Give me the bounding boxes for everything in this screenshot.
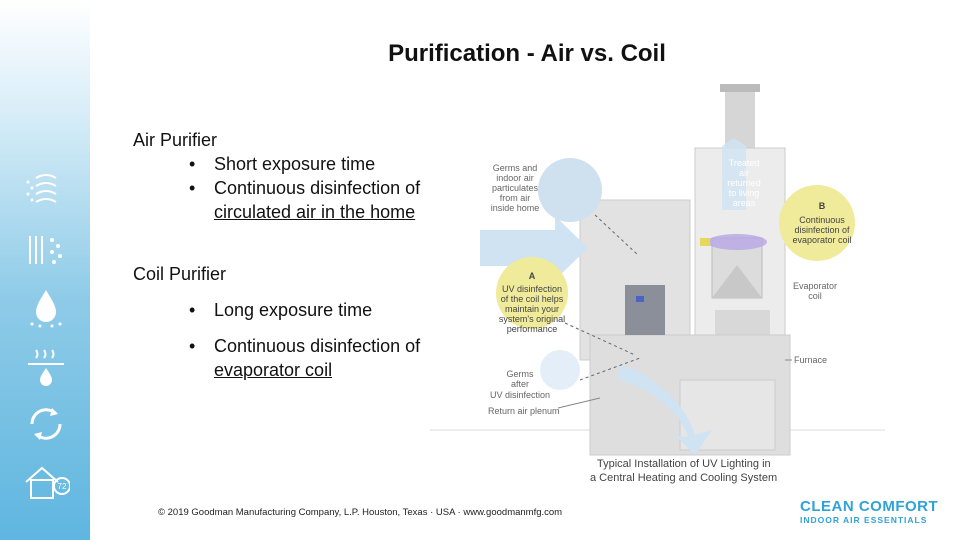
svg-text:air: air [739, 168, 749, 178]
hvac-diagram: Treated air returned to living areas Ger… [430, 84, 885, 484]
return-plenum-label: Return air plenum [488, 406, 560, 416]
svg-text:after: after [511, 379, 529, 389]
furnace-label: Furnace [794, 355, 827, 365]
svg-text:maintain your: maintain your [505, 304, 559, 314]
list-item-continued: circulated air in the home [214, 202, 416, 222]
air-purifier-heading: Air Purifier [133, 130, 218, 150]
svg-text:system's original: system's original [499, 314, 565, 324]
list-item: •Short exposure time [189, 154, 376, 174]
svg-text:disinfection of: disinfection of [794, 225, 850, 235]
bullet-dot: • [189, 300, 196, 320]
brand-logo-tagline: INDOOR AIR ESSENTIALS [800, 515, 928, 525]
list-item: •Continuous disinfection of [189, 336, 421, 356]
sidebar: 72 [0, 0, 90, 540]
treated-air-label: Treated [729, 158, 760, 168]
a-marker: A [529, 271, 536, 281]
brand-logo-name: CLEAN COMFORT [800, 498, 939, 515]
b-label: Continuous [799, 215, 845, 225]
bullet-dot: • [189, 336, 196, 356]
thermostat-value: 72 [58, 482, 67, 491]
svg-text:UV disinfection: UV disinfection [490, 390, 550, 400]
heat-icon [28, 349, 64, 386]
b-marker: B [819, 201, 826, 211]
svg-text:performance: performance [507, 324, 558, 334]
svg-text:particulates: particulates [492, 183, 539, 193]
list-item: •Long exposure time [189, 300, 373, 320]
page-title: Purification - Air vs. Coil [388, 40, 666, 67]
svg-text:coil: coil [808, 291, 822, 301]
coil-purifier-heading: Coil Purifier [133, 264, 227, 284]
svg-text:to living: to living [729, 188, 760, 198]
germs-label: Germs and [493, 163, 538, 173]
bullet-dot: • [189, 154, 196, 174]
germs-after-label: Germs [507, 369, 535, 379]
diagram-caption: Typical Installation of UV Lighting in [597, 458, 771, 470]
svg-text:areas: areas [733, 198, 756, 208]
list-item-continued: evaporator coil [214, 360, 333, 380]
svg-text:from air: from air [500, 193, 531, 203]
bullet-list: Air Purifier •Short exposure time •Conti… [133, 128, 463, 382]
svg-text:of the coil helps: of the coil helps [501, 294, 564, 304]
svg-text:indoor air: indoor air [496, 173, 534, 183]
recycle-icon [30, 408, 62, 440]
airflow-icon [26, 174, 57, 203]
svg-text:inside home: inside home [491, 203, 540, 213]
svg-text:returned: returned [727, 178, 761, 188]
evaporator-label: Evaporator [793, 281, 837, 291]
footer-copyright: © 2019 Goodman Manufacturing Company, L.… [158, 507, 563, 518]
svg-text:a Central Heating and Cooling: a Central Heating and Cooling System [590, 472, 777, 484]
a-label: UV disinfection [502, 284, 562, 294]
list-item: •Continuous disinfection of [189, 178, 421, 198]
svg-text:evaporator coil: evaporator coil [792, 235, 851, 245]
water-drop-icon [30, 290, 62, 328]
filter-icon [29, 236, 62, 264]
house-temperature-icon: 72 [25, 466, 70, 499]
bullet-dot: • [189, 178, 196, 198]
